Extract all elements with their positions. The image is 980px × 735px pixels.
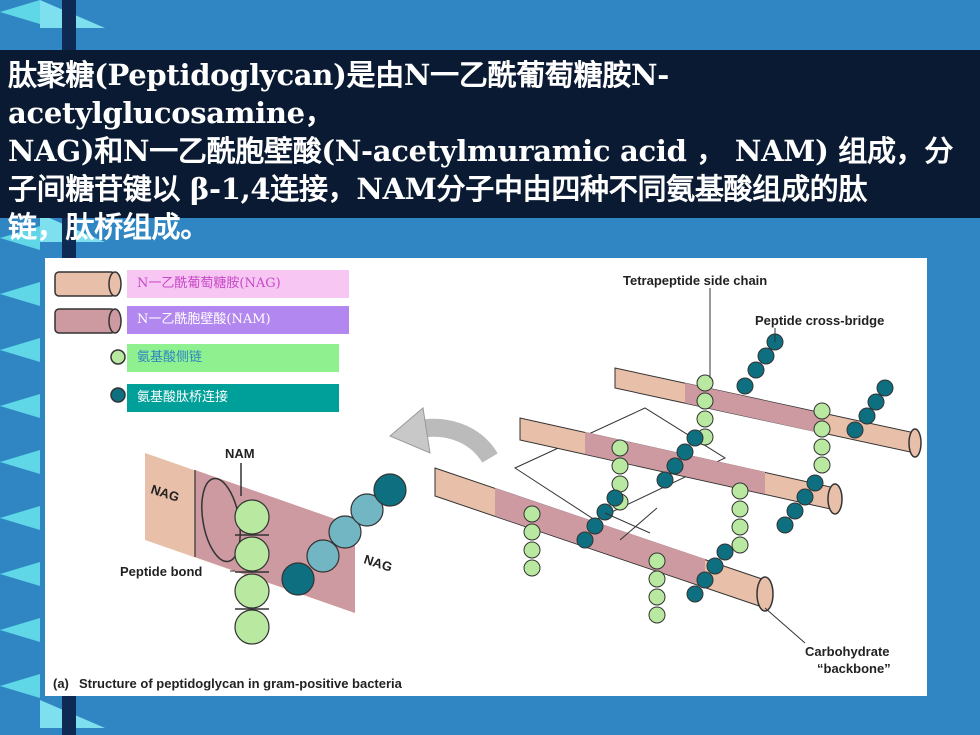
title-box — [0, 50, 980, 218]
title-line-3: 子间糖苷键以 β-1,4连接，NAM分子中由四种不同氨基酸组成的肽 — [8, 172, 868, 206]
legend-label-side-chain: 氨基酸侧链 — [127, 344, 339, 372]
zoom-box — [513, 407, 727, 521]
label-carbohydrate: Carbohydrate — [805, 644, 890, 659]
legend-label-cross-bridge: 氨基酸肽桥连接 — [127, 384, 339, 412]
network-side-chains — [523, 374, 831, 624]
closeup-strand — [145, 453, 407, 645]
label-tetrapeptide: Tetrapeptide side chain — [623, 273, 767, 288]
label-peptide-bond: Peptide bond — [120, 564, 202, 579]
label-backbone: “backbone” — [817, 661, 891, 676]
label-nam: NAM — [225, 446, 255, 461]
legend-cross-bridge-icon — [110, 387, 126, 403]
legend-nam-cylinder-icon — [54, 308, 122, 334]
label-cross-bridge: Peptide cross-bridge — [755, 313, 884, 328]
network-cross-bridges — [576, 333, 894, 603]
zoom-arrow-head — [389, 407, 431, 454]
slide-title: 肽聚糖(Peptidoglycan)是由N一乙酰葡萄糖胺N-acetylgluc… — [8, 56, 970, 246]
network-back-strand — [614, 367, 922, 458]
title-line-2: NAG)和N一乙酰胞壁酸(N-acetylmuramic acid ， NAM)… — [8, 134, 954, 168]
label-nag-2: NAG — [362, 552, 394, 575]
leader-lines — [230, 288, 806, 644]
peptidoglycan-diagram: NAM NAG NAG Peptide bond Tetrapeptide si… — [53, 271, 922, 691]
legend-label-nag: N一乙酰葡萄糖胺(NAG) — [127, 270, 349, 298]
legend-nag-cylinder-icon — [54, 271, 122, 297]
figure-caption: Structure of peptidoglycan in gram-posit… — [79, 676, 403, 691]
title-line-1: 肽聚糖(Peptidoglycan)是由N一乙酰葡萄糖胺N-acetylgluc… — [8, 58, 669, 130]
legend-label-nam: N一乙酰胞壁酸(NAM) — [127, 306, 349, 334]
legend-icons — [54, 271, 126, 403]
figure-caption-prefix: (a) — [53, 676, 69, 691]
network-front-strand — [434, 467, 774, 612]
title-line-4: 链，肽桥组成。 — [8, 210, 209, 244]
peptidoglycan-figure: NAM NAG NAG Peptide bond Tetrapeptide si… — [45, 258, 927, 696]
legend-side-chain-icon — [110, 349, 126, 365]
